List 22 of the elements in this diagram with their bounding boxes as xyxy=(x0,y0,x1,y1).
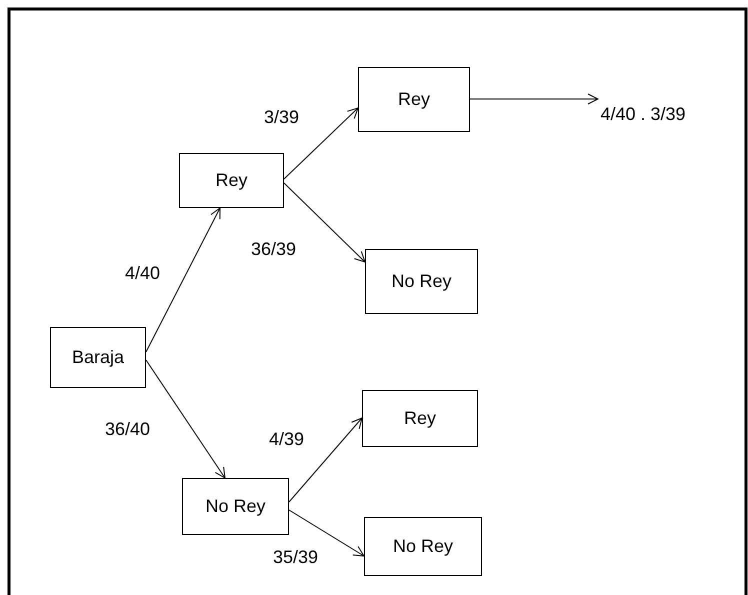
outcome-box xyxy=(364,517,482,576)
outcome-box xyxy=(182,478,289,535)
probability-text: 4/40 . 3/39 xyxy=(600,103,686,126)
arrow xyxy=(146,208,220,352)
outcome-box xyxy=(362,390,478,447)
arrow xyxy=(288,510,364,556)
outcome-box xyxy=(179,153,284,208)
arrow xyxy=(284,182,366,262)
arrow xyxy=(470,94,598,104)
outcome-box xyxy=(358,67,470,132)
node-label: Baraja xyxy=(72,346,124,368)
arrow xyxy=(284,108,358,180)
node-label: Rey xyxy=(398,88,430,110)
node-label: No Rey xyxy=(205,496,266,518)
node-label: Rey xyxy=(215,170,248,192)
outcome-box xyxy=(50,327,146,388)
arrow xyxy=(288,418,362,502)
outcome-box xyxy=(365,249,478,314)
arrow xyxy=(146,360,226,478)
node-label: Rey xyxy=(404,408,436,430)
node-label: No Rey xyxy=(391,270,452,292)
node-label: No Rey xyxy=(392,536,454,558)
